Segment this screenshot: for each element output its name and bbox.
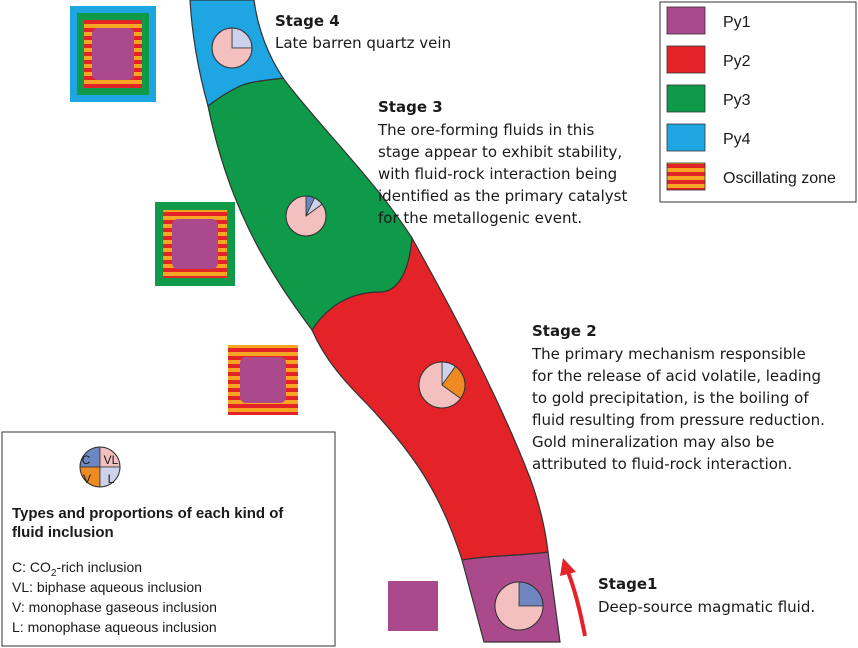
stage2-annotation: Stage 2 The primary mechanism responsibl… — [531, 322, 825, 473]
stage2-line: Gold mineralization may also be — [532, 433, 774, 451]
stage2-line: attributed to fluid-rock interaction. — [532, 455, 792, 473]
legend: Py1 Py2 Py3 Py4 Oscillating zone — [659, 1, 857, 203]
key-title-line: fluid inclusion — [12, 524, 114, 541]
pie-outline — [285, 195, 327, 237]
legend-label: Oscillating zone — [723, 170, 836, 187]
swatch-py1-icon — [666, 6, 706, 35]
inclusion-key: C VL V L Types and proportions of each k… — [1, 431, 336, 647]
stage2-line: to gold precipitation, is the boiling of — [532, 389, 809, 407]
stage2-line: for the release of acid volatile, leadin… — [532, 367, 821, 385]
stage4-annotation: Stage 4 Late barren quartz vein — [275, 12, 451, 52]
key-definition-l: L: monophase aqueous inclusion — [12, 619, 217, 635]
swatch-py2-icon — [666, 45, 706, 74]
pie-outline — [211, 27, 253, 69]
pyrite-crystal-stage1 — [388, 581, 438, 631]
legend-label: Py2 — [723, 53, 751, 70]
stage4-title: Stage 4 — [275, 12, 340, 30]
stage2-line: fluid resulting from pressure reduction. — [532, 411, 825, 429]
key-pie-icon: C VL V L — [79, 446, 121, 488]
stage3-line: The ore-forming fluids in this — [377, 121, 594, 139]
legend-item-py4: Py4 — [666, 123, 751, 152]
key-definition-vl: VL: biphase aqueous inclusion — [12, 579, 202, 595]
swatch-oscillating-icon — [666, 162, 706, 191]
stage4-line: Late barren quartz vein — [275, 34, 451, 52]
pyrite-crystal-stage2 — [228, 345, 298, 415]
stage1-line: Deep-source magmatic fluid. — [598, 598, 815, 616]
pyrite-crystal-stage3 — [155, 202, 235, 286]
pyrite-crystal-stage4 — [70, 6, 156, 102]
key-definition-v: V: monophase gaseous inclusion — [12, 599, 217, 615]
stage3-line: identified as the primary catalyst — [378, 187, 627, 205]
inclusion-pie-stage1 — [494, 581, 544, 631]
legend-item-py1: Py1 — [666, 6, 751, 35]
legend-label: Py3 — [723, 92, 751, 109]
key-pie-c: C — [82, 453, 91, 467]
swatch-py3-icon — [666, 84, 706, 113]
key-definition-c: C: CO2-rich inclusion — [12, 559, 142, 579]
stage3-annotation: Stage 3 The ore-forming fluids in this s… — [377, 98, 627, 227]
stage2-title: Stage 2 — [532, 322, 597, 340]
key-pie-l: L — [108, 472, 115, 486]
legend-label: Py4 — [723, 131, 751, 148]
stage3-title: Stage 3 — [378, 98, 443, 116]
stage1-title: Stage1 — [598, 575, 657, 593]
inclusion-pie-stage3 — [285, 195, 327, 237]
upward-arrow-icon — [560, 558, 587, 637]
legend-item-oscillating: Oscillating zone — [666, 162, 836, 191]
pie-outline — [494, 581, 544, 631]
key-pie-vl: VL — [104, 453, 119, 467]
legend-item-py2: Py2 — [666, 45, 751, 74]
stage1-annotation: Stage1 Deep-source magmatic fluid. — [598, 575, 815, 616]
stage3-line: with fluid-rock interaction being — [378, 165, 617, 183]
inclusion-pie-stage4 — [211, 27, 253, 69]
legend-label: Py1 — [723, 14, 751, 31]
pie-outline — [418, 361, 466, 409]
stage3-line: stage appear to exhibit stability, — [378, 143, 622, 161]
stage3-line: for the metallogenic event. — [378, 209, 582, 227]
stage2-line: The primary mechanism responsible — [531, 345, 806, 363]
inclusion-pie-stage2 — [418, 361, 466, 409]
key-pie-v: V — [83, 472, 91, 486]
swatch-py4-icon — [666, 123, 706, 152]
key-title-line: Types and proportions of each kind of — [12, 505, 284, 522]
legend-item-py3: Py3 — [666, 84, 751, 113]
